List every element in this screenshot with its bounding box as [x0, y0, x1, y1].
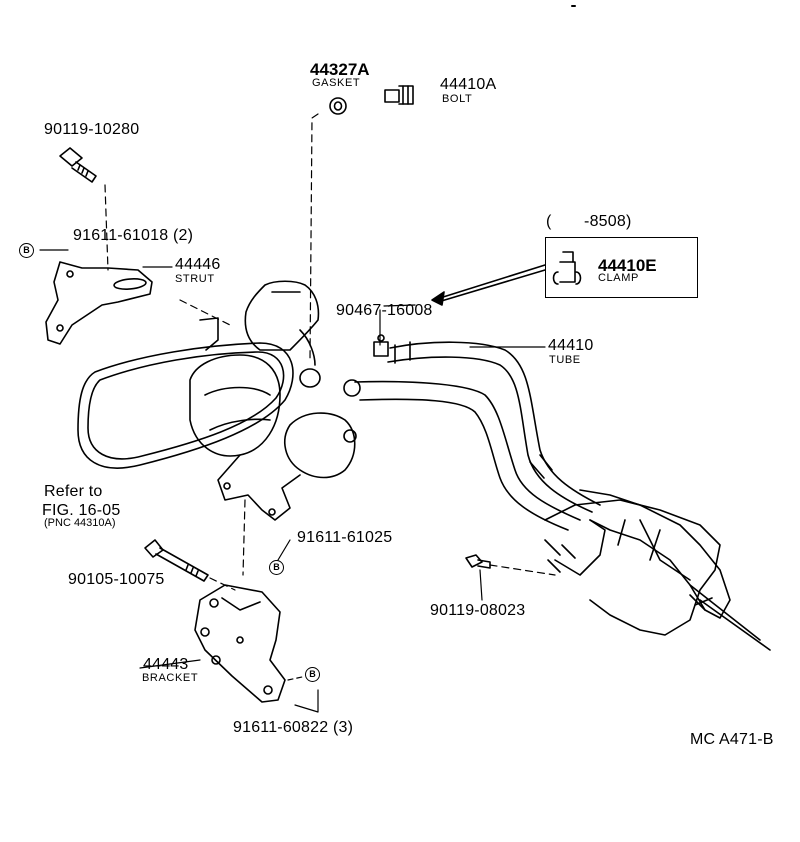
gasket-part-name: GASKET [312, 77, 361, 89]
bolt-rack-part [465, 554, 491, 569]
bolt-rack-part-number: 90119-08023 [430, 602, 526, 619]
tube-part-name: TUBE [549, 354, 581, 366]
strut-part [45, 261, 153, 345]
bolt-upper-part-number: 90119-10280 [44, 121, 140, 138]
washer-b2-marker: B [269, 560, 284, 575]
refer-line-3: (PNC 44310A) [44, 517, 116, 529]
clamp-part-number: 44410E [598, 256, 657, 275]
power-steering-pump-part [189, 280, 361, 521]
washer-b3-marker: B [305, 667, 320, 682]
washer-b1-part-number: 91611-61018 (2) [73, 227, 194, 244]
refer-line-1: Refer to [44, 483, 103, 500]
bolt-long-part-number: 90105-10075 [68, 571, 165, 588]
pressure-tube-part [354, 341, 601, 531]
clamp-inset-box [545, 237, 698, 298]
bolt-long-part [144, 539, 209, 582]
steering-gear-part [544, 489, 771, 651]
bracket-part-name: BRACKET [142, 672, 199, 684]
clamp-callout-arrow [431, 264, 546, 306]
gasket-part-number: 44327A [310, 60, 370, 79]
strut-part-number: 44446 [175, 256, 221, 273]
drive-belt-part [77, 342, 294, 469]
washer-b3-part-number: 91611-60822 (3) [233, 719, 354, 736]
clamp-part-name: CLAMP [598, 272, 639, 284]
strut-part-name: STRUT [175, 273, 215, 285]
bracket-part-number: 44443 [143, 656, 189, 673]
clamp-part [552, 251, 582, 285]
figure-code: MC A471-B [690, 731, 774, 748]
refer-line-2: FIG. 16-05 [42, 502, 121, 519]
bolt-upper-part [59, 147, 97, 183]
fitting-part [373, 334, 389, 357]
union-bolt-part [384, 85, 414, 105]
fitting-part-number: 90467-16008 [336, 302, 433, 319]
tube-part-number: 44410 [548, 337, 594, 354]
bolt-a-part-name: BOLT [442, 93, 473, 105]
clamp-range-label: ( -8508) [546, 213, 632, 230]
leader-lines [39, 113, 556, 713]
washer-b1-marker: B [19, 243, 34, 258]
bolt-a-part-number: 44410A [440, 76, 497, 93]
washer-b2-part-number: 91611-61025 [297, 529, 393, 546]
gasket-part [329, 97, 347, 115]
bracket-part [194, 584, 286, 703]
